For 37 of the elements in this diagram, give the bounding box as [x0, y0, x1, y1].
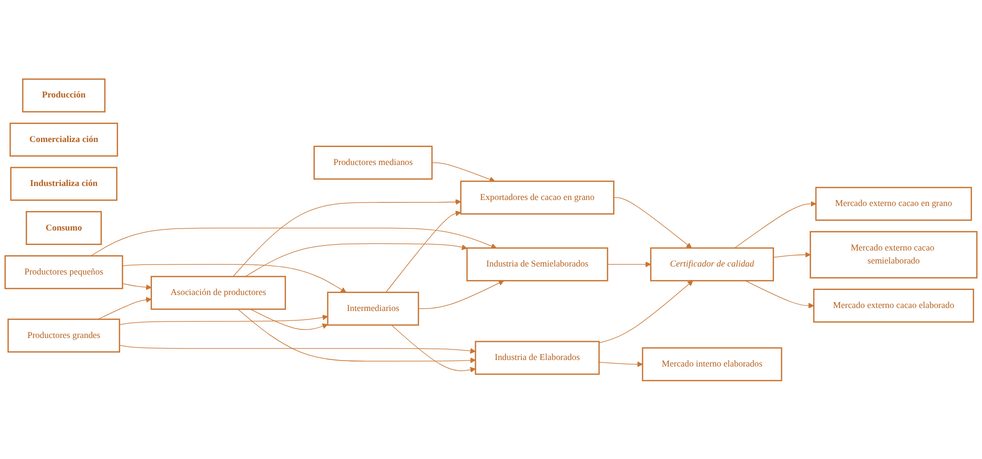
node-box: Consumo	[26, 210, 102, 245]
node-box: Producción	[22, 78, 106, 112]
node-box: Industria de Elaborados	[474, 340, 600, 374]
node-box: Industrializa ción	[10, 166, 118, 200]
arrow	[386, 210, 462, 292]
node-box: Productores grandes	[7, 318, 120, 352]
node-box: Mercado externo cacao elaborado	[813, 288, 974, 322]
arrow	[119, 344, 476, 354]
arrow	[734, 200, 816, 248]
arrow	[237, 308, 476, 363]
arrow	[418, 280, 504, 309]
arrow	[598, 280, 694, 343]
node-box: Comercializa ción	[10, 122, 118, 156]
node-box: Asociación de productores	[150, 276, 286, 310]
arrow	[598, 361, 643, 367]
node-box: Certificador de calidad	[650, 247, 774, 281]
node-box: Mercado interno elaborados	[642, 346, 782, 381]
arrow	[122, 264, 346, 292]
arrow	[432, 162, 496, 182]
arrow	[250, 308, 328, 330]
node-box: Industria de Semielaborados	[466, 247, 608, 281]
arrow	[744, 280, 814, 308]
node-box: Productores pequeños	[4, 254, 124, 289]
node-box: Mercado externo cacao en grano	[815, 186, 972, 220]
arrow	[245, 243, 468, 276]
arrow	[613, 196, 692, 248]
arrow	[773, 252, 811, 258]
node-box: Productores medianos	[314, 145, 433, 180]
arrow	[232, 198, 462, 276]
arrow	[90, 227, 497, 256]
node-box: Exportadores de cacao en grano	[460, 180, 614, 214]
arrow	[122, 282, 152, 290]
arrow	[607, 261, 652, 267]
arrow	[391, 324, 476, 372]
node-box: Intermediarios	[327, 291, 420, 326]
arrow	[119, 314, 328, 325]
node-box: Mercado externo cacao semielaborado	[810, 230, 978, 278]
